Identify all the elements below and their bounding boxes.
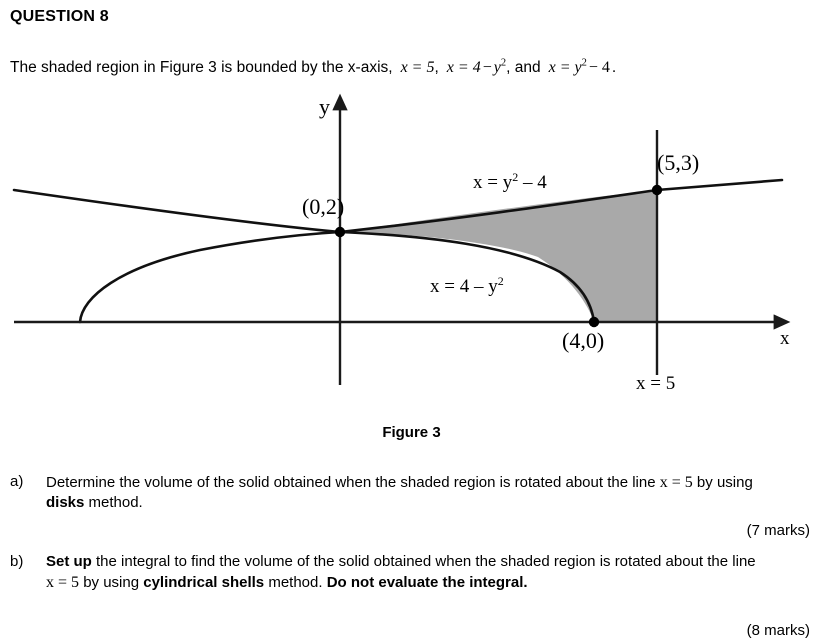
figure-3-graph: y x (0,2) (5,3) (4,0) x = y2 – 4 x = 4 –… [0, 92, 823, 412]
point-label-4-0: (4,0) [562, 328, 604, 353]
shaded-region [340, 190, 657, 322]
intro-equation-1: x = 5 [400, 59, 435, 76]
intro-equation-3: x = y2− 4 [548, 57, 610, 76]
svg-text:x = y2 – 4: x = y2 – 4 [473, 170, 547, 193]
part-b-body: Set up the integral to find the volume o… [46, 553, 756, 591]
point-label-5-3: (5,3) [657, 150, 699, 175]
question-part-a: a) Determine the volume of the solid obt… [10, 472, 810, 513]
point-0-2 [334, 226, 346, 238]
question-intro: The shaded region in Figure 3 is bounded… [10, 58, 616, 78]
intro-and: and [514, 59, 541, 76]
curve-label-4-minus-y-squared: x = 4 – y2 [430, 274, 504, 297]
point-label-0-2: (0,2) [302, 194, 344, 219]
intro-equation-2: x = 4−y2 [446, 57, 507, 76]
part-b-marker: b) [10, 553, 24, 570]
label-x-equals-5: x = 5 [636, 373, 675, 394]
question-part-b: b) Set up the integral to find the volum… [10, 552, 810, 593]
intro-comma-1: , [434, 59, 439, 76]
intro-comma-2: , [506, 59, 511, 76]
page-title: QUESTION 8 [10, 8, 109, 25]
part-a-marker: a) [10, 473, 24, 490]
part-a-marks: (7 marks) [746, 522, 810, 539]
point-5-3 [651, 184, 663, 196]
y-axis-label: y [319, 94, 330, 119]
part-b-marks: (8 marks) [746, 622, 810, 639]
x-axis-label: x [780, 328, 790, 349]
curve-x-equals-y-squared-minus-4 [12, 178, 784, 234]
figure-caption: Figure 3 [382, 424, 441, 441]
curve-label-y-squared-minus-4: x = y2 – 4 [473, 170, 547, 193]
intro-text: The shaded region in Figure 3 is bounded… [10, 59, 393, 76]
part-a-body: Determine the volume of the solid obtain… [46, 474, 753, 512]
point-4-0 [588, 316, 600, 328]
svg-text:x = 5: x = 5 [636, 373, 675, 394]
svg-text:x = 4 – y2: x = 4 – y2 [430, 274, 504, 297]
intro-period: . [611, 59, 617, 76]
